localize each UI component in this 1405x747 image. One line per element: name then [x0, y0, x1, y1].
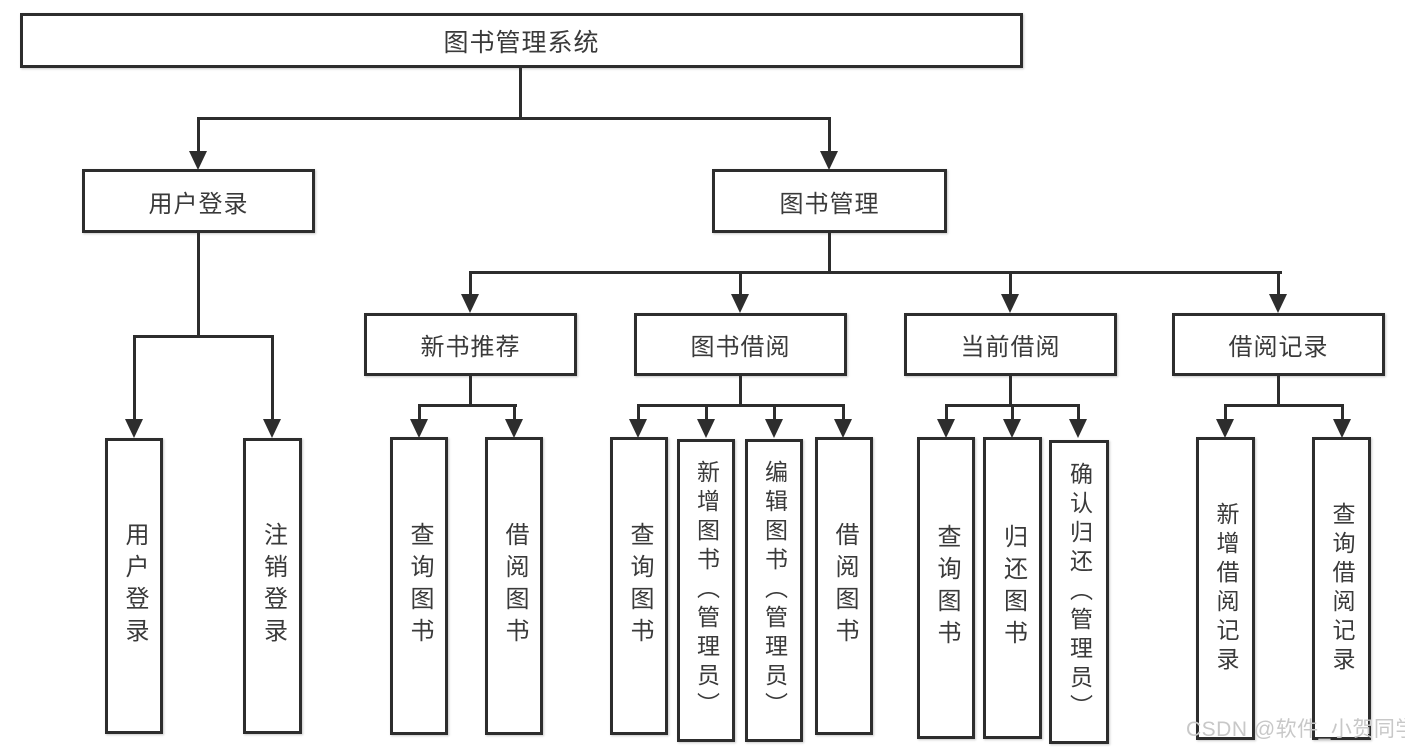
arrow-down-icon [629, 419, 647, 438]
leaf-borrow-books: 借阅图书 [815, 437, 873, 735]
arrow-leaf-logout-stem [271, 335, 274, 420]
arrow-leaf-user-login-stem [133, 335, 136, 420]
arrow-leaf-stem [1341, 404, 1344, 421]
arrow-down-icon [461, 294, 479, 313]
node-label: 查询借阅记录 [1329, 501, 1355, 676]
arrow-current-borrow-stem [1009, 271, 1012, 296]
node-label: 借阅图书 [501, 522, 528, 650]
connector-book-management-stem [828, 233, 831, 274]
leaf-confirm-return-admin: 确认归还（管理员） [1049, 440, 1109, 744]
leaf-query-books-borrowing: 查询图书 [610, 437, 668, 735]
leaf-edit-books-admin: 编辑图书（管理员） [745, 439, 803, 742]
arrow-leaf-stem [637, 404, 640, 421]
node-label: 当前借阅 [960, 334, 1061, 361]
leaf-query-books-current: 查询图书 [917, 437, 975, 739]
arrow-down-icon [834, 419, 852, 438]
arrow-leaf-stem [773, 404, 776, 421]
arrow-down-icon [820, 151, 838, 170]
leaf-user-login: 用户登录 [105, 438, 163, 734]
node-library-management-system: 图书管理系统 [20, 13, 1023, 68]
arrow-book-borrow-stem [739, 271, 742, 296]
connector-new-book-stem [469, 376, 472, 407]
arrow-down-icon [765, 419, 783, 438]
leaf-query-borrow-record: 查询借阅记录 [1312, 437, 1371, 740]
connector-current-borrow-stem [1009, 376, 1012, 407]
csdn-watermark: CSDN @软件_小贺同学 [1186, 718, 1405, 741]
leaf-borrow-books-recommend: 借阅图书 [485, 437, 543, 735]
node-label: 图书管理 [779, 190, 880, 218]
leaf-add-borrow-record: 新增借阅记录 [1196, 437, 1255, 740]
leaf-return-books: 归还图书 [983, 437, 1042, 739]
arrow-leaf-stem [418, 404, 421, 421]
node-label: 借阅记录 [1228, 334, 1329, 361]
arrow-borrow-records-stem [1277, 271, 1280, 296]
arrow-leaf-stem [945, 404, 948, 421]
connector-user-login-stem [197, 233, 200, 337]
arrow-down-icon [189, 151, 207, 170]
connector-new-book-split [418, 404, 517, 407]
arrow-user-login-stem [197, 117, 200, 153]
arrow-book-management-stem [828, 117, 831, 153]
arrow-leaf-stem [705, 404, 708, 421]
node-label: 查询图书 [933, 524, 960, 652]
arrow-leaf-stem [1011, 404, 1014, 421]
node-user-login: 用户登录 [82, 169, 315, 233]
arrow-new-book-stem [469, 271, 472, 296]
leaf-add-books-admin: 新增图书（管理员） [677, 439, 735, 742]
arrow-down-icon [937, 419, 955, 438]
node-label: 查询图书 [406, 522, 433, 650]
connector-book-borrow-stem [739, 376, 742, 407]
node-book-management: 图书管理 [712, 169, 947, 233]
arrow-down-icon [263, 419, 281, 438]
leaf-logout: 注销登录 [243, 438, 302, 734]
node-label: 查询图书 [626, 522, 653, 650]
node-book-borrowing: 图书借阅 [634, 313, 847, 376]
arrow-down-icon [505, 419, 523, 438]
node-label: 借阅图书 [831, 522, 858, 650]
arrow-down-icon [1269, 294, 1287, 313]
node-label: 归还图书 [999, 524, 1027, 652]
node-label: 用户登录 [148, 190, 249, 218]
node-label: 图书管理系统 [443, 28, 600, 57]
node-label: 新书推荐 [420, 334, 521, 361]
arrow-down-icon [410, 419, 428, 438]
arrow-down-icon [1069, 419, 1087, 438]
node-label: 新增图书（管理员） [693, 460, 720, 721]
arrow-down-icon [1001, 294, 1019, 313]
node-current-borrowing: 当前借阅 [904, 313, 1117, 376]
connector-borrow-records-stem [1277, 376, 1280, 407]
arrow-down-icon [697, 419, 715, 438]
arrow-leaf-stem [513, 404, 516, 421]
connector-level2-split [197, 117, 831, 120]
connector-user-login-split [133, 335, 274, 338]
arrow-down-icon [1003, 419, 1021, 438]
leaf-query-books-recommend: 查询图书 [390, 437, 448, 735]
node-borrowing-records: 借阅记录 [1172, 313, 1385, 376]
node-label: 确认归还（管理员） [1066, 461, 1093, 723]
node-new-book-recommendation: 新书推荐 [364, 313, 577, 376]
arrow-down-icon [1333, 419, 1351, 438]
node-label: 用户登录 [121, 522, 148, 650]
node-label: 注销登录 [259, 522, 287, 650]
arrow-down-icon [731, 294, 749, 313]
connector-borrow-records-split [1224, 404, 1343, 407]
connector-level3-split [469, 271, 1282, 274]
arrow-leaf-stem [842, 404, 845, 421]
arrow-down-icon [125, 419, 143, 438]
arrow-leaf-stem [1224, 404, 1227, 421]
arrow-down-icon [1216, 419, 1234, 438]
node-label: 图书借阅 [690, 334, 791, 361]
node-label: 编辑图书（管理员） [761, 460, 788, 721]
connector-root-stem [519, 68, 522, 119]
node-label: 新增借阅记录 [1213, 501, 1239, 676]
arrow-leaf-stem [1077, 404, 1080, 421]
connector-book-borrow-split [637, 404, 845, 407]
